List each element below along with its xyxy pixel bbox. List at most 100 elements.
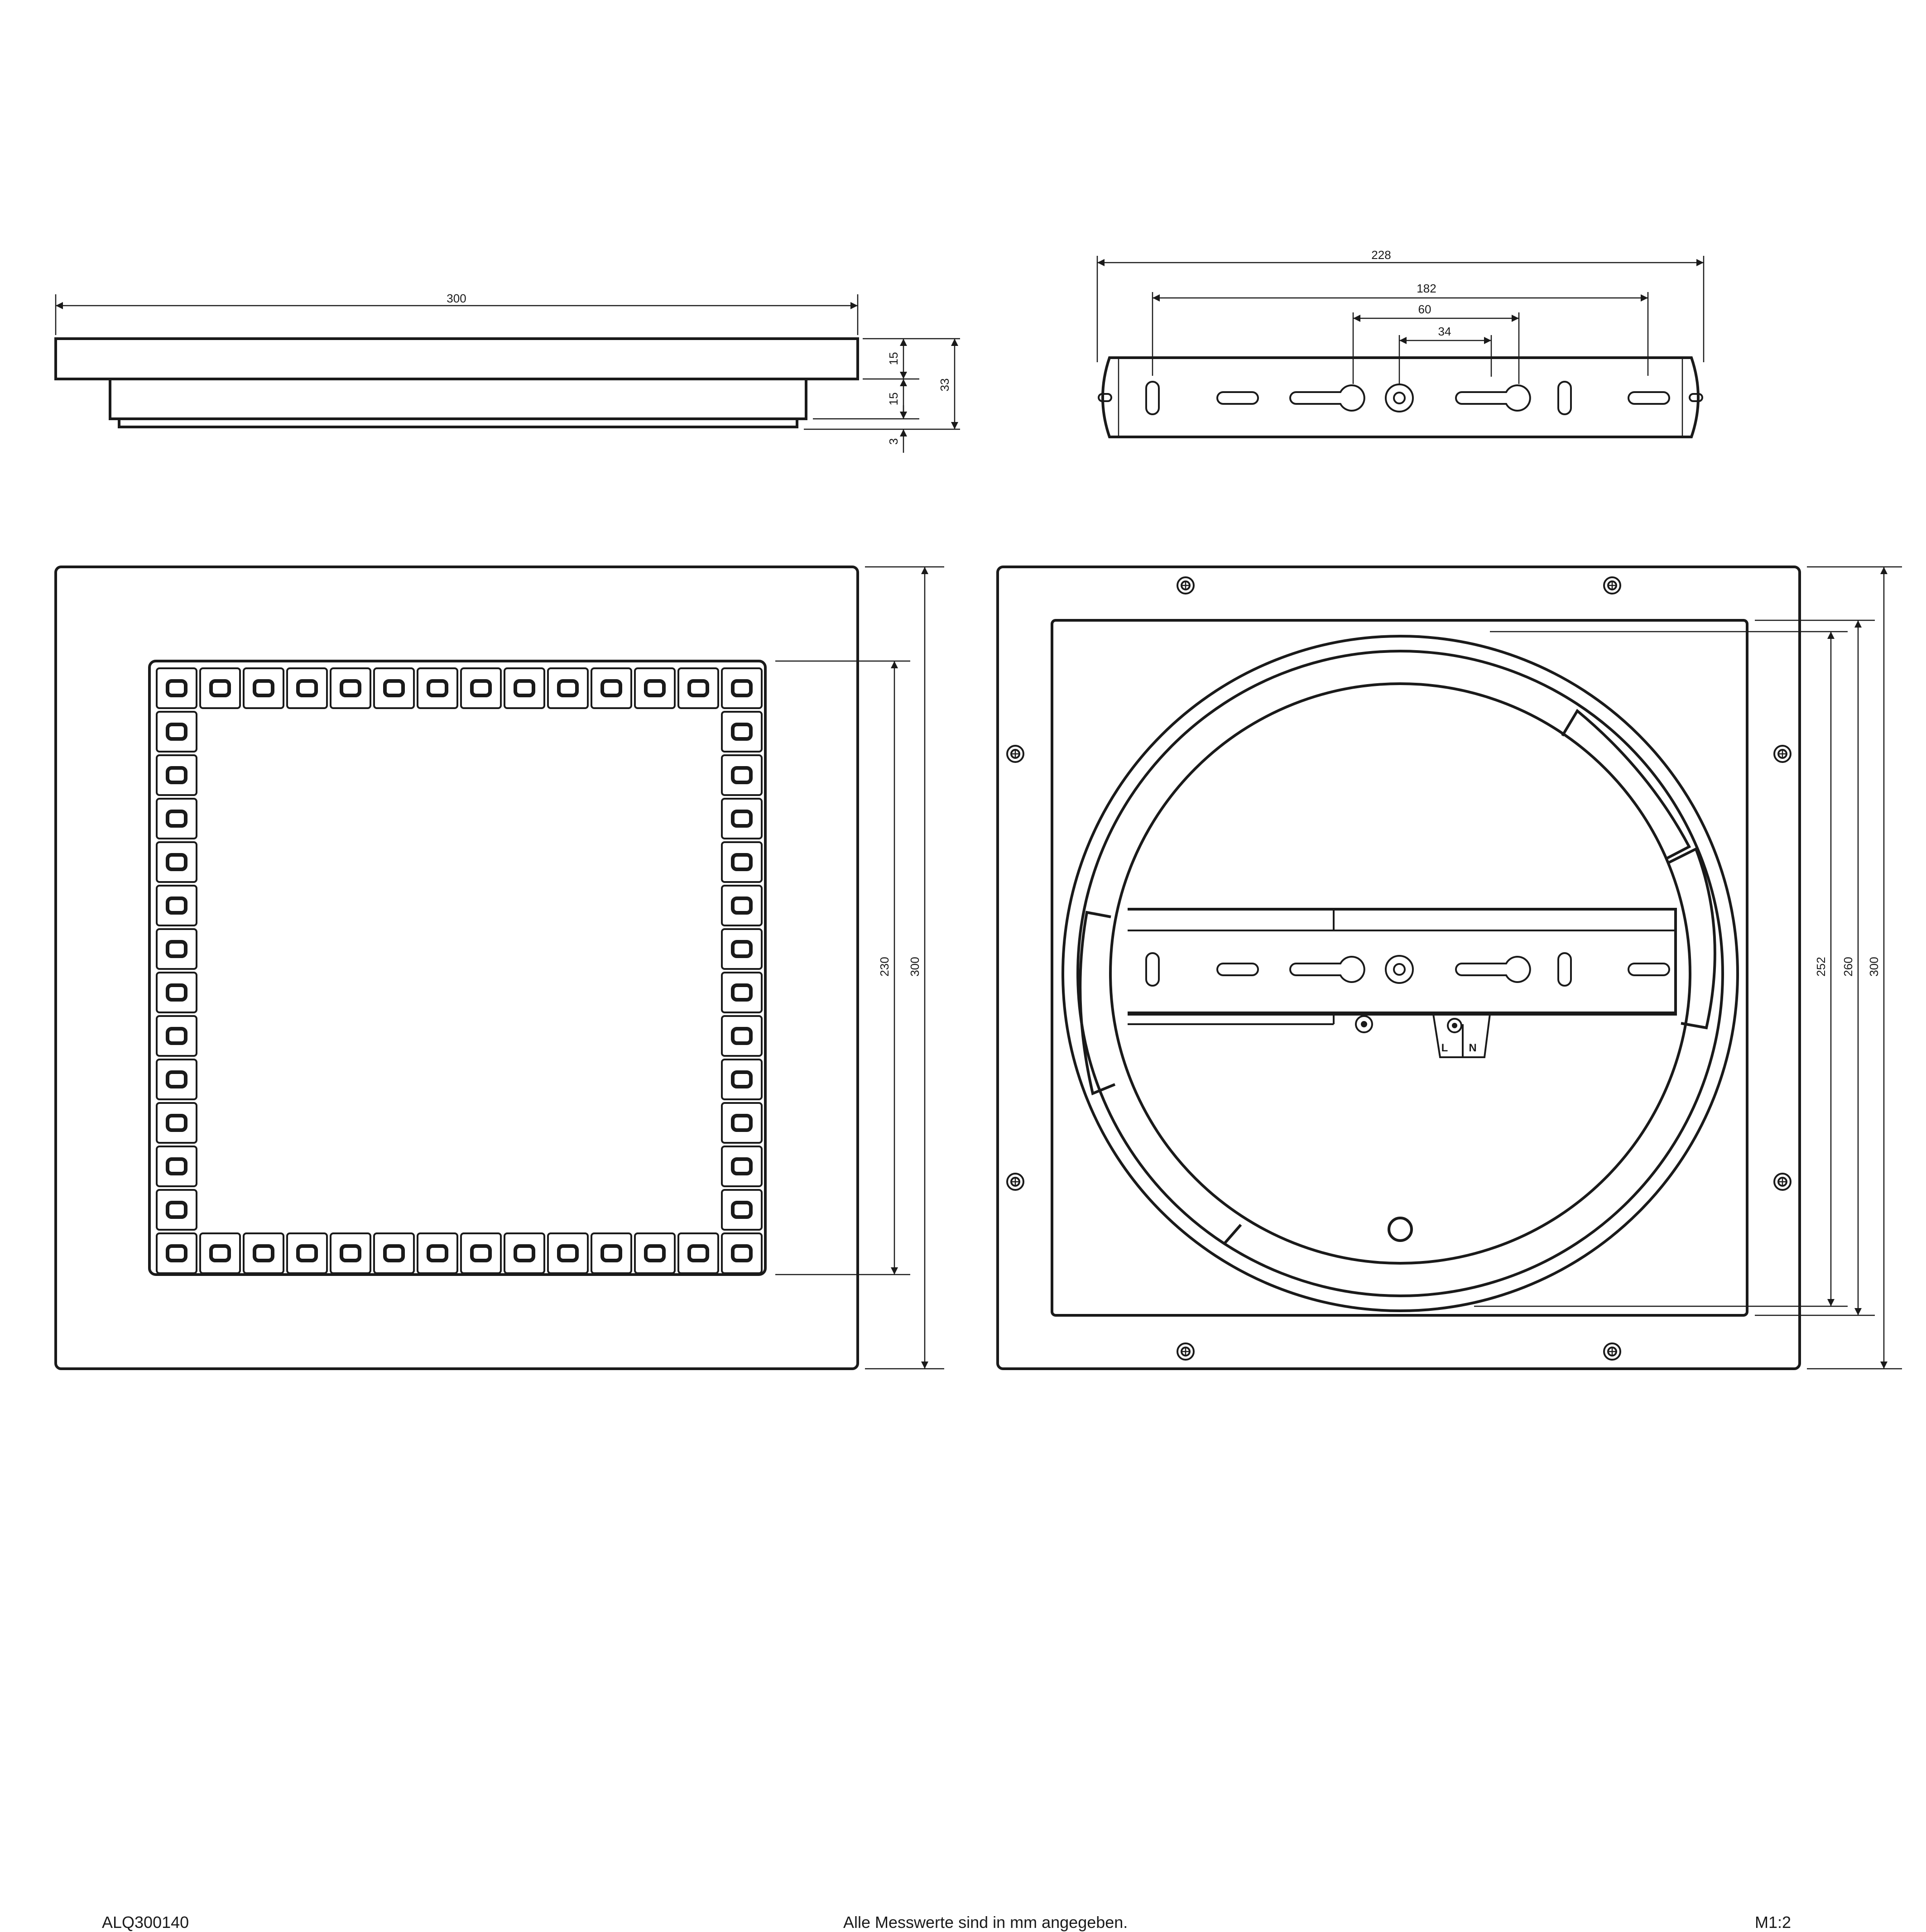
screw-cross xyxy=(1779,750,1786,757)
led-module xyxy=(547,667,589,709)
led-module xyxy=(330,1232,371,1274)
ground-screw-center xyxy=(1361,1021,1367,1027)
back-view-slot-vertical-left xyxy=(1145,952,1160,987)
led-chip xyxy=(644,1244,666,1262)
led-chip xyxy=(687,1244,709,1262)
led-module xyxy=(591,667,632,709)
side-view-total-label: 33 xyxy=(938,379,951,392)
led-chip xyxy=(166,1157,187,1175)
led-module xyxy=(721,1232,763,1274)
led-chip xyxy=(470,679,492,697)
led-module xyxy=(156,754,197,796)
led-grid xyxy=(156,667,763,1274)
led-chip xyxy=(383,679,405,697)
led-module xyxy=(677,667,719,709)
screw-head xyxy=(1777,749,1787,759)
back-view-252-label: 252 xyxy=(1814,957,1828,976)
led-chip xyxy=(209,679,231,697)
screw-icon xyxy=(1006,1173,1024,1191)
led-module xyxy=(504,667,545,709)
back-view-260-label: 260 xyxy=(1841,957,1855,976)
screw-cross xyxy=(1609,1348,1616,1355)
led-chip xyxy=(166,723,187,741)
led-chip xyxy=(166,1201,187,1219)
back-view: L N 252 260 300 xyxy=(996,566,1902,1370)
led-chip xyxy=(427,1244,448,1262)
led-module xyxy=(591,1232,632,1274)
screw-head xyxy=(1607,1347,1617,1357)
screw-icon xyxy=(1006,745,1024,763)
back-view-outer-frame xyxy=(996,566,1801,1370)
led-chip xyxy=(731,940,753,958)
terminal-label-n: N xyxy=(1469,1042,1476,1054)
front-view-led-field-border xyxy=(148,660,767,1276)
bracket-end-notch-right xyxy=(1689,393,1703,402)
led-module xyxy=(460,667,502,709)
led-chip xyxy=(166,810,187,828)
terminal-screw-center xyxy=(1452,1023,1457,1028)
led-module xyxy=(721,841,763,883)
led-chip xyxy=(470,1244,492,1262)
screw-icon xyxy=(1603,1342,1621,1361)
bracket-60-label: 60 xyxy=(1418,302,1431,316)
back-view-bottom-hole xyxy=(1388,1217,1413,1242)
led-module xyxy=(417,1232,458,1274)
back-view-ring-inner xyxy=(1109,682,1691,1265)
led-chip xyxy=(731,766,753,784)
led-chip xyxy=(296,679,318,697)
front-view-300-label: 300 xyxy=(908,957,922,976)
led-module xyxy=(156,667,197,709)
led-chip xyxy=(731,723,753,741)
led-chip xyxy=(731,1114,753,1132)
led-chip xyxy=(731,896,753,915)
led-chip xyxy=(209,1244,231,1262)
led-chip xyxy=(340,679,361,697)
back-view-bracket-bar xyxy=(1128,908,1677,1016)
bracket-keyhole-left xyxy=(1289,384,1365,412)
led-module xyxy=(243,1232,284,1274)
led-chip xyxy=(340,1244,361,1262)
led-module xyxy=(721,1102,763,1144)
terminal-block: L N xyxy=(1432,1013,1491,1058)
led-module xyxy=(460,1232,502,1274)
ground-screw-icon xyxy=(1355,1015,1373,1033)
back-view-ring-outer xyxy=(1061,635,1739,1312)
led-module xyxy=(721,667,763,709)
led-chip xyxy=(253,679,274,697)
screw-icon xyxy=(1177,576,1195,594)
back-view-300-label: 300 xyxy=(1867,957,1881,976)
screw-cross xyxy=(1182,1348,1189,1355)
bracket-slot-vertical-right xyxy=(1557,381,1572,415)
back-view-keyhole-right xyxy=(1455,956,1531,983)
led-chip xyxy=(166,1027,187,1045)
led-module xyxy=(330,667,371,709)
bracket-keyhole-right xyxy=(1455,384,1531,412)
bracket-slot-horizontal-right xyxy=(1628,391,1670,405)
bracket-center-hole-inner xyxy=(1393,392,1406,404)
terminal-block-outline xyxy=(1432,1013,1491,1058)
side-view-frame-profile xyxy=(54,337,859,380)
screw-head xyxy=(1181,580,1191,590)
back-view-slot-vertical-right xyxy=(1557,952,1572,987)
front-view-230-label: 230 xyxy=(878,957,891,976)
screw-icon xyxy=(1603,576,1621,594)
side-view-width-label: 300 xyxy=(447,292,466,305)
led-module xyxy=(634,1232,676,1274)
bracket-center-hole-outer xyxy=(1385,384,1414,412)
screw-cross xyxy=(1012,750,1019,757)
led-module xyxy=(721,798,763,839)
led-module xyxy=(721,1146,763,1187)
screw-cross xyxy=(1609,582,1616,589)
scale-label: M1:2 xyxy=(1755,1913,1792,1932)
screw-icon xyxy=(1773,1173,1792,1191)
led-chip xyxy=(600,1244,622,1262)
led-module xyxy=(677,1232,719,1274)
led-chip xyxy=(731,1157,753,1175)
led-chip xyxy=(166,1244,187,1262)
led-module xyxy=(286,667,328,709)
screw-head xyxy=(1010,749,1020,759)
led-module xyxy=(199,1232,241,1274)
led-module xyxy=(156,1232,197,1274)
back-view-center-hole-outer xyxy=(1385,955,1414,984)
screw-icon xyxy=(1773,745,1792,763)
